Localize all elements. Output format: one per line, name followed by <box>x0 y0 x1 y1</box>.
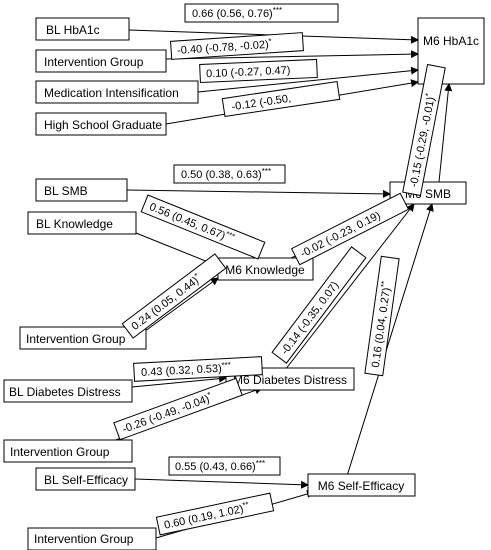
edge-m6-distress-to-m6-smb <box>284 203 415 371</box>
node-intervention-group-3: Intervention Group <box>3 439 133 463</box>
significance-stars: ** <box>242 500 250 510</box>
significance-stars: *** <box>221 360 231 369</box>
svg-text:-0.14 (-0.35, 0.07): -0.14 (-0.35, 0.07) <box>279 280 342 358</box>
node-label: High School Graduate <box>44 118 162 132</box>
edge-bl-self-efficacy-to-m6-self-efficacy <box>134 478 309 489</box>
node-intervention-group-2: Intervention Group <box>19 326 147 350</box>
coefficient-estimate: 0.55 (0.43, 0.66) <box>175 461 256 473</box>
coefficient-estimate: -0.14 (-0.35, 0.07) <box>279 280 342 358</box>
svg-text:0.56 (0.45, 0.67)***: 0.56 (0.45, 0.67)*** <box>148 199 237 246</box>
svg-text:0.10 (-0.27, 0.47): 0.10 (-0.27, 0.47) <box>206 65 291 81</box>
node-label: BL Diabetes Distress <box>9 385 121 399</box>
node-medication-intensification: Medication Intensification <box>35 80 199 104</box>
coefficient-estimate: 0.43 (0.32, 0.53) <box>141 363 222 379</box>
significance-stars: * <box>268 37 272 46</box>
edge-intervention-to-m6-knowledge <box>140 277 219 335</box>
coef-intervention-to-m6-knowledge: 0.24 (0.05, 0.44)* <box>121 253 227 339</box>
coef-m6-smb-to-m6-hba1c: -0.15 (-0.29, -0.01)* <box>402 63 446 197</box>
svg-text:0.43 (0.32, 0.53)***: 0.43 (0.32, 0.53)*** <box>141 360 232 379</box>
svg-text:0.55 (0.43, 0.66)***: 0.55 (0.43, 0.66)*** <box>175 459 265 473</box>
coef-intervention-to-m6-distress: -0.26 (-0.49, -0.04)* <box>113 377 243 441</box>
node-label: BL SMB <box>44 184 88 198</box>
node-m6-self-efficacy: M6 Self-Efficacy <box>307 473 416 497</box>
significance-stars: * <box>424 92 433 97</box>
node-intervention-group-4: Intervention Group <box>27 527 157 550</box>
node-label: Intervention Group <box>44 55 144 69</box>
svg-text:0.66 (0.56, 0.76)***: 0.66 (0.56, 0.76)*** <box>192 6 282 20</box>
node-bl-knowledge: BL Knowledge <box>27 211 137 235</box>
node-label: M6 Knowledge <box>225 263 305 277</box>
edge-medication-to-m6-hba1c <box>197 66 419 93</box>
node-intervention-group-1: Intervention Group <box>35 49 167 73</box>
coef-intervention-to-m6-self-efficacy: 0.60 (0.19, 1.02)** <box>155 492 275 536</box>
coefficient-estimate: 0.24 (0.05, 0.44) <box>129 275 201 333</box>
coef-bl-distress-to-m6-distress: 0.43 (0.32, 0.53)*** <box>133 356 263 382</box>
edge-bl-distress-to-m6-distress <box>131 374 227 388</box>
coef-m6-self-efficacy-to-m6-smb: 0.16 (0.04, 0.27)** <box>364 255 400 377</box>
significance-stars: *** <box>256 459 265 468</box>
coef-medication-to-m6-hba1c: 0.10 (-0.27, 0.47) <box>199 58 318 84</box>
significance-stars: * <box>193 271 201 280</box>
svg-text:-0.26 (-0.49, -0.04)*: -0.26 (-0.49, -0.04)* <box>120 390 214 436</box>
edge-intervention-to-m6-hba1c <box>165 50 419 60</box>
node-high-school-graduate: High School Graduate <box>35 112 167 136</box>
coefficient-estimate: -0.02 (-0.23, 0.19) <box>299 210 383 261</box>
node-bl-self-efficacy: BL Self-Efficacy <box>35 467 136 491</box>
node-label: Intervention Group <box>26 332 126 346</box>
coefficient-estimate: 0.10 (-0.27, 0.47) <box>206 65 291 81</box>
node-label: Intervention Group <box>10 445 110 459</box>
coef-intervention-to-m6-hba1c: -0.40 (-0.78, -0.02)* <box>170 32 304 60</box>
node-bl-hba1c: BL HbA1c <box>35 17 130 41</box>
coef-bl-knowledge-to-m6-knowledge: 0.56 (0.45, 0.67)*** <box>140 194 266 260</box>
significance-stars: *** <box>273 6 282 15</box>
svg-text:0.50 (0.38, 0.63)***: 0.50 (0.38, 0.63)*** <box>181 167 271 181</box>
edge-bl-smb-to-m6-smb <box>126 189 391 198</box>
edge-m6-smb-to-m6-hba1c <box>438 83 453 183</box>
node-m6-knowledge: M6 Knowledge <box>217 257 314 281</box>
coef-bl-smb-to-m6-smb: 0.50 (0.38, 0.63)*** <box>173 164 286 184</box>
node-label: BL Knowledge <box>36 217 113 231</box>
edge-m6-self-efficacy-to-m6-smb <box>346 203 434 477</box>
coefficient-estimate: 0.50 (0.38, 0.63) <box>181 169 262 181</box>
significance-stars: *** <box>224 229 236 241</box>
node-label: M6 Self-Efficacy <box>318 479 404 493</box>
coef-bl-self-efficacy-to-m6-self-efficacy: 0.55 (0.43, 0.66)*** <box>168 456 281 476</box>
coef-hsgrad-to-m6-hba1c: -0.12 (-0.50, <box>221 80 341 118</box>
node-bl-diabetes-distress: BL Diabetes Distress <box>3 379 133 403</box>
node-label: BL HbA1c <box>46 23 100 37</box>
significance-stars: ** <box>379 280 389 287</box>
significance-stars: *** <box>262 167 271 176</box>
node-label: BL Self-Efficacy <box>44 473 128 487</box>
svg-text:0.24 (0.05, 0.44)*: 0.24 (0.05, 0.44)* <box>128 271 203 333</box>
edge-bl-knowledge-to-m6-knowledge <box>135 232 219 268</box>
node-label: Medication Intensification <box>44 86 179 100</box>
coefficient-estimate: 0.66 (0.56, 0.76) <box>192 8 273 20</box>
coef-bl-hba1c-to-m6-hba1c: 0.66 (0.56, 0.76)*** <box>184 3 339 23</box>
node-m6-hba1c: M6 HbA1c <box>417 17 485 85</box>
node-label: Intervention Group <box>34 532 134 546</box>
svg-text:-0.02 (-0.23, 0.19): -0.02 (-0.23, 0.19) <box>299 210 383 261</box>
node-label: M6 HbA1c <box>423 34 479 48</box>
node-label: M6 Diabetes Distress <box>233 373 347 387</box>
node-bl-smb: BL SMB <box>35 178 128 202</box>
coefficient-estimate: -0.26 (-0.49, -0.04) <box>121 393 211 436</box>
significance-stars: * <box>206 390 212 400</box>
